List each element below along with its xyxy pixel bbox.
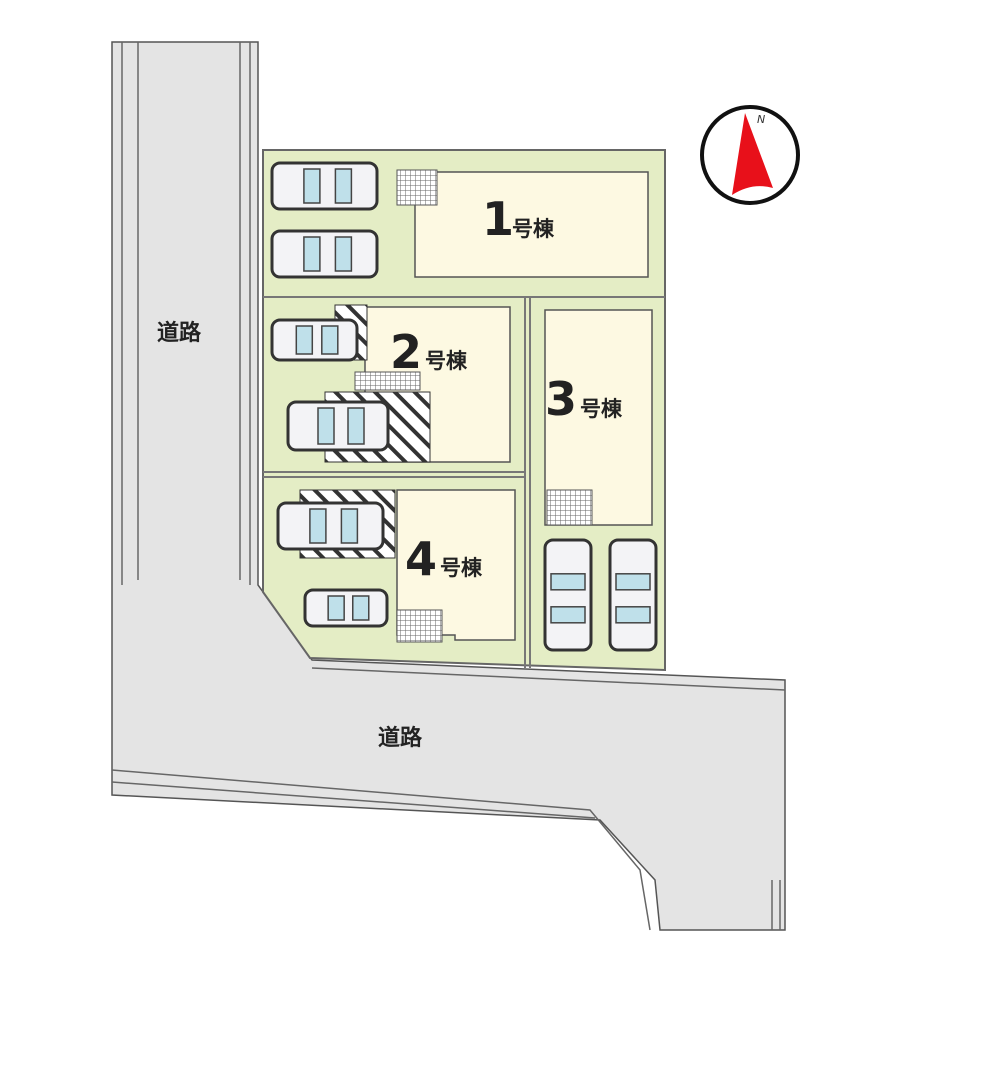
- svg-text:号棟: 号棟: [512, 217, 555, 241]
- parked-car-icon: [608, 538, 658, 652]
- road-edge-line: [311, 667, 786, 930]
- road-edge-line: [111, 769, 651, 931]
- north-label: N: [757, 113, 765, 126]
- road-label-vertical: 道路: [157, 320, 202, 346]
- parked-car-icon: [270, 161, 379, 211]
- road-label-horizontal: 道路: [378, 725, 423, 751]
- house-3: [544, 309, 653, 526]
- parked-car-icon: [286, 400, 390, 452]
- parked-car-icon: [543, 538, 593, 652]
- lot-divider: [263, 296, 665, 668]
- lot-label-1: 1号棟: [482, 192, 555, 246]
- north-arrow-icon: [732, 113, 773, 195]
- svg-text:3: 3: [545, 372, 577, 426]
- svg-text:号棟: 号棟: [425, 349, 468, 373]
- entrance-grid: [354, 371, 421, 391]
- house-1: [414, 171, 649, 278]
- road-edge-line: [121, 42, 251, 585]
- parked-car-icon: [276, 501, 385, 551]
- road-area: [111, 41, 786, 931]
- entrance-grid: [546, 489, 593, 526]
- parked-car-icon: [270, 229, 379, 279]
- svg-text:1: 1: [482, 192, 514, 246]
- svg-text:号棟: 号棟: [580, 397, 623, 421]
- svg-text:号棟: 号棟: [440, 556, 483, 580]
- parked-car-icon: [270, 318, 359, 362]
- svg-text:4: 4: [405, 532, 437, 586]
- entrance-grid: [396, 609, 443, 643]
- parked-car-icon: [303, 588, 389, 628]
- north-compass: N: [700, 105, 800, 205]
- svg-text:2: 2: [390, 325, 422, 379]
- entrance-grid: [396, 169, 438, 206]
